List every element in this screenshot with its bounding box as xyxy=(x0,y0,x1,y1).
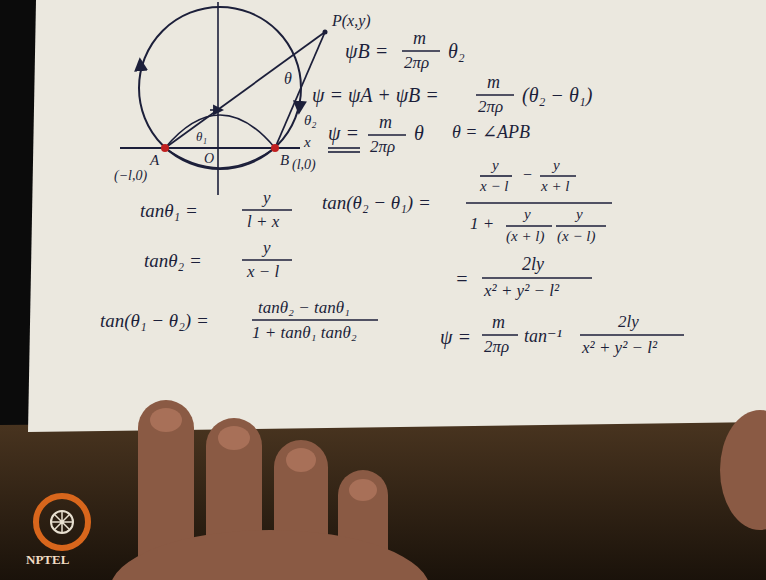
fraction-bars xyxy=(242,51,684,335)
numerator: m xyxy=(492,312,505,333)
y-axis xyxy=(217,2,219,195)
equation-term: ψ = xyxy=(440,326,471,349)
point-label: O xyxy=(204,151,214,167)
numerator: 2ly xyxy=(522,254,544,275)
denominator: 1 + tanθ₁ tanθ₂ xyxy=(252,323,357,343)
denominator: x + l xyxy=(541,178,569,195)
numerator: y xyxy=(524,206,531,223)
numerator: m xyxy=(487,72,500,93)
denominator: x² + y² − l² xyxy=(582,338,657,358)
operator: = xyxy=(455,268,469,291)
equation-term: ψ = ψA + ψB = xyxy=(312,84,439,107)
paper xyxy=(28,0,766,432)
streamline-arc xyxy=(165,115,275,148)
denominator: 2πρ xyxy=(478,97,503,117)
numerator: y xyxy=(492,157,499,174)
numerator: y xyxy=(553,157,560,174)
logo-text: NPTEL xyxy=(26,553,69,568)
numerator: m xyxy=(379,112,392,133)
denominator: (x − l) xyxy=(557,228,595,245)
numerator: y xyxy=(263,238,271,258)
numerator: tanθ₂ − tanθ₁ xyxy=(258,298,350,318)
hand xyxy=(110,400,766,580)
angle-label: θ₂ xyxy=(304,112,317,129)
equation-term: θ = ∠APB xyxy=(452,122,530,143)
denominator: l + x xyxy=(247,212,279,232)
point-label: A xyxy=(150,152,159,169)
equation-term: θ xyxy=(414,122,424,145)
streamline-arc xyxy=(165,148,275,168)
equation-term: ψB = xyxy=(345,40,388,63)
denominator: 2πρ xyxy=(484,337,509,357)
numerator: y xyxy=(576,206,583,223)
denominator: 2πρ xyxy=(404,53,429,73)
denominator: x² + y² − l² xyxy=(484,281,559,301)
equation-term: (θ₂ − θ₁) xyxy=(522,84,592,107)
equation-term: 1 + xyxy=(470,214,494,234)
numerator: m xyxy=(413,28,426,49)
sink-point xyxy=(271,144,279,152)
denominator: x − l xyxy=(480,178,508,195)
operator: − xyxy=(522,166,533,184)
field-point xyxy=(323,30,328,35)
source-point xyxy=(161,144,169,152)
angle-label: θ xyxy=(284,70,292,88)
coordinate-label: (l,0) xyxy=(292,157,316,173)
angle-label: θ₁ xyxy=(196,130,207,145)
equation-term: θ₂ xyxy=(448,40,465,63)
radius-line xyxy=(165,32,325,148)
streamline-circle xyxy=(139,7,301,169)
flow-arrow xyxy=(140,60,141,70)
equation-term: tanθ₂ = xyxy=(144,250,202,272)
denominator: (x + l) xyxy=(506,228,544,245)
denominator: 2πρ xyxy=(370,137,395,157)
logo xyxy=(36,496,88,548)
denominator: x − l xyxy=(247,262,279,282)
numerator: y xyxy=(263,188,271,208)
equation-term: tan⁻¹ xyxy=(524,326,562,347)
equation-term: tan(θ₁ − θ₂) = xyxy=(100,310,209,332)
point-label: B xyxy=(280,152,289,169)
point-label: P(x,y) xyxy=(332,12,371,30)
axis-label: x xyxy=(304,134,311,151)
flow-arrow xyxy=(299,100,300,112)
equation-term: tan(θ₂ − θ₁) = xyxy=(322,192,431,214)
coordinate-label: (−l,0) xyxy=(114,168,147,184)
equation-term: tanθ₁ = xyxy=(140,200,198,222)
numerator: 2ly xyxy=(618,312,639,332)
fingernails xyxy=(150,408,377,501)
equation-term: ψ = xyxy=(328,122,359,145)
